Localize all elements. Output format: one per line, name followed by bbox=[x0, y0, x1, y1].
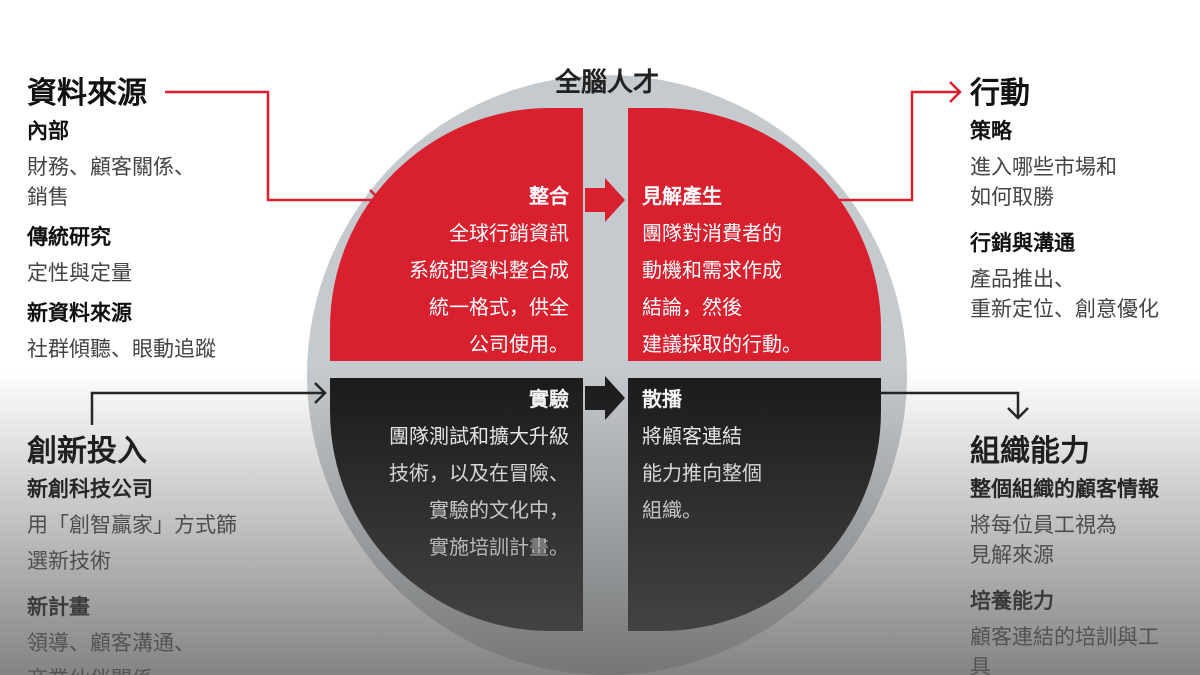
group-line: 進入哪些市場和 bbox=[970, 155, 1117, 179]
group-title: 新資料來源 bbox=[27, 301, 132, 325]
group-title: 整個組織的顧客情報 bbox=[970, 477, 1159, 501]
arrow-org-capability bbox=[880, 391, 1020, 418]
group-line: 定性與定量 bbox=[27, 261, 132, 285]
quadrant-line: 結論，然後 bbox=[642, 295, 742, 319]
quadrant-line: 系統把資料整合成 bbox=[409, 258, 569, 282]
innovation-input-panel: 創新投入 新創科技公司 用「創智贏家」方式篩 選新技術 新計畫 領導、顧客溝通、… bbox=[27, 430, 237, 675]
panel-title: 行動 bbox=[970, 76, 1030, 111]
quadrant-line: 公司使用。 bbox=[469, 332, 569, 356]
center-title: 全腦人才 bbox=[554, 68, 659, 98]
group-title: 策略 bbox=[970, 119, 1012, 143]
quadrant-title: 見解產生 bbox=[642, 184, 722, 208]
arrow-experiment-to-dissemination bbox=[585, 376, 625, 420]
group-title: 新計畫 bbox=[27, 595, 90, 619]
quadrant-line: 團隊對消費者的 bbox=[642, 221, 782, 245]
panel-title: 創新投入 bbox=[27, 434, 147, 469]
quadrant-title: 整合 bbox=[529, 184, 569, 208]
panel-title: 組織能力 bbox=[970, 434, 1090, 469]
group-line: 見解來源 bbox=[970, 543, 1054, 567]
group-title: 新創科技公司 bbox=[27, 477, 153, 501]
arrow-innovation bbox=[90, 391, 325, 425]
group-line: 商業伙伴關係、 bbox=[27, 664, 237, 675]
arrow-data-sources bbox=[165, 90, 380, 202]
group-line: 社群傾聽、眼動追蹤 bbox=[27, 337, 216, 361]
org-capability-panel: 組織能力 整個組織的顧客情報 將每位員工視為 見解來源 培養能力 顧客連結的培訓… bbox=[970, 430, 1159, 675]
group-line: 如何取勝 bbox=[970, 185, 1054, 209]
group-line: 顧客連結的培訓與工 bbox=[970, 625, 1159, 649]
group-line: 財務、顧客關係、 bbox=[27, 155, 195, 179]
group-line: 將每位員工視為 bbox=[970, 513, 1117, 537]
group-title: 行銷與溝通 bbox=[970, 231, 1075, 255]
group-line: 具 bbox=[970, 655, 991, 675]
arrow-integration-to-insight bbox=[585, 178, 625, 222]
quadrant-line: 動機和需求作成 bbox=[642, 258, 782, 282]
arrow-action bbox=[830, 90, 960, 202]
action-panel: 行動 策略 進入哪些市場和 如何取勝 行銷與溝通 產品推出、 重新定位、創意優化 bbox=[970, 72, 1159, 324]
group-line: 銷售 bbox=[27, 185, 69, 209]
panel-title: 資料來源 bbox=[27, 76, 147, 111]
group-line: 用「創智贏家」方式篩 bbox=[27, 513, 237, 537]
group-title: 內部 bbox=[27, 119, 69, 143]
data-sources-panel: 資料來源 內部 財務、顧客關係、 銷售 傳統研究 定性與定量 新資料來源 社群傾… bbox=[27, 72, 216, 364]
group-title: 培養能力 bbox=[970, 589, 1054, 613]
group-line: 領導、顧客溝通、 bbox=[27, 631, 195, 655]
group-title: 傳統研究 bbox=[27, 225, 111, 249]
quadrant-line: 建議採取的行動。 bbox=[642, 332, 802, 356]
group-line: 選新技術 bbox=[27, 549, 111, 573]
quadrant-line: 統一格式，供全 bbox=[429, 295, 569, 319]
group-line: 產品推出、 bbox=[970, 267, 1075, 291]
group-line: 重新定位、創意優化 bbox=[970, 297, 1159, 321]
quadrant-line: 全球行銷資訊 bbox=[449, 221, 569, 245]
